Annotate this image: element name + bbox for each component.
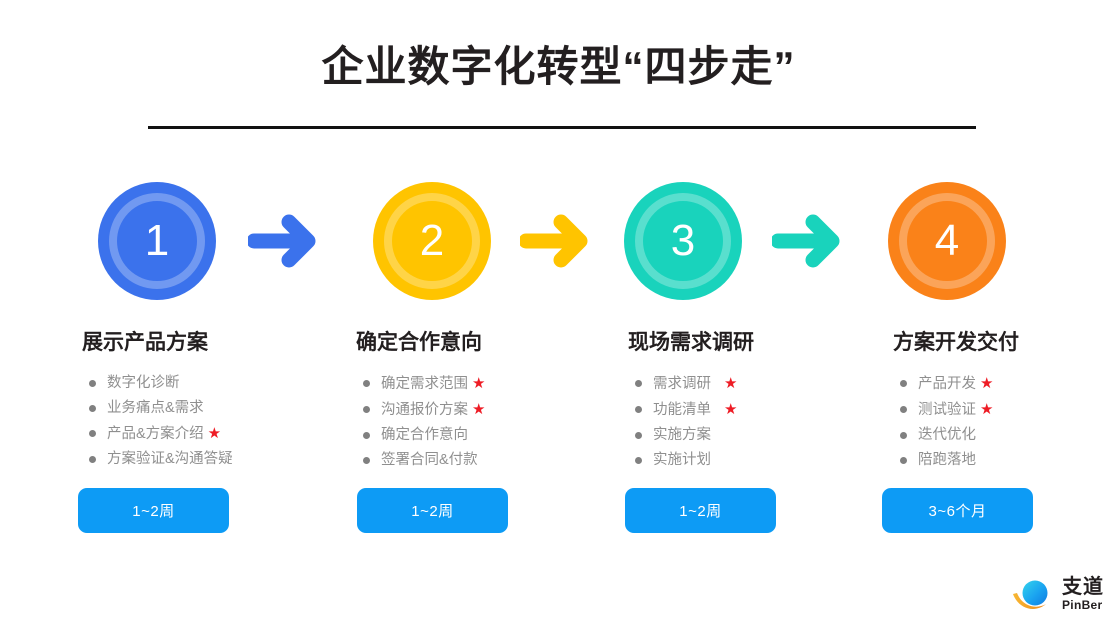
step-circle-ring	[635, 193, 731, 289]
step-column-1: 展示产品方案数字化诊断业务痛点&需求产品&方案介绍★方案验证&沟通答疑	[82, 330, 332, 474]
step-title: 展示产品方案	[82, 331, 208, 354]
bullet-dot-icon	[635, 457, 642, 465]
step-task-list: 确定需求范围★沟通报价方案★确定合作意向签署合同&付款	[356, 373, 606, 471]
task-item: 产品开发★	[900, 373, 1117, 395]
task-label: 方案验证&沟通答疑	[107, 451, 233, 468]
task-label: 实施方案	[653, 427, 711, 444]
task-label: 迭代优化	[918, 427, 976, 444]
title-divider	[148, 126, 976, 129]
task-item: 签署合同&付款	[363, 450, 606, 471]
task-label: 确定合作意向	[381, 427, 468, 444]
step-circle-ring	[384, 193, 480, 289]
bullet-dot-icon	[89, 456, 96, 464]
step-number: 1	[144, 216, 170, 265]
step-circle-3: 3	[624, 182, 742, 300]
task-item: 确定合作意向	[363, 425, 606, 446]
task-label: 数字化诊断	[107, 375, 180, 392]
duration-badge-4: 3~6个月	[882, 488, 1033, 533]
step-task-list: 数字化诊断业务痛点&需求产品&方案介绍★方案验证&沟通答疑	[82, 373, 332, 470]
step-circle-ring	[899, 193, 995, 289]
task-item: 陪跑落地	[900, 450, 1117, 471]
bullet-dot-icon	[635, 406, 642, 414]
step-flow: 1 2 3 4	[0, 182, 1117, 302]
bullet-dot-icon	[89, 430, 96, 438]
page-header: 企业数字化转型“四步走”	[0, 43, 1117, 90]
bullet-dot-icon	[635, 432, 642, 440]
arrow-right-icon	[770, 209, 844, 273]
step-number: 3	[670, 216, 696, 265]
task-label: 沟通报价方案	[381, 402, 468, 419]
logo-wordmark: 支道 PinBer	[1062, 576, 1117, 612]
task-label: 产品开发	[918, 376, 976, 393]
priority-star-icon: ★	[980, 375, 994, 393]
task-label: 签署合同&付款	[381, 452, 478, 469]
step-circle-4: 4	[888, 182, 1006, 300]
step-task-list: 产品开发★测试验证★迭代优化陪跑落地	[893, 373, 1117, 471]
step-title: 现场需求调研	[628, 331, 754, 354]
logo-name-en: PinBer	[1062, 598, 1103, 612]
bullet-dot-icon	[363, 406, 370, 414]
priority-star-icon: ★	[724, 401, 738, 419]
task-item: 业务痛点&需求	[89, 398, 332, 419]
bullet-dot-icon	[900, 406, 907, 414]
task-label: 实施计划	[653, 452, 711, 469]
priority-star-icon: ★	[724, 375, 738, 393]
step-task-list: 需求调研 ★ 功能清单 ★ 实施方案实施计划	[628, 373, 878, 471]
arrow-right-icon	[246, 209, 320, 273]
bullet-dot-icon	[900, 380, 907, 388]
task-item: 需求调研 ★	[635, 373, 878, 395]
bullet-dot-icon	[900, 457, 907, 465]
task-item: 确定需求范围★	[363, 373, 606, 395]
task-item: 实施计划	[635, 450, 878, 471]
step-column-3: 现场需求调研需求调研 ★ 功能清单 ★ 实施方案实施计划	[628, 330, 878, 475]
priority-star-icon: ★	[207, 425, 222, 443]
page-title: 企业数字化转型“四步走”	[321, 43, 796, 90]
bullet-dot-icon	[89, 405, 96, 413]
step-circle-1: 1	[98, 182, 216, 300]
task-label: 确定需求范围	[381, 376, 468, 393]
priority-star-icon: ★	[472, 401, 486, 419]
step-number: 2	[419, 216, 445, 265]
task-label: 功能清单	[653, 402, 711, 419]
step-circle-2: 2	[373, 182, 491, 300]
arrow-right-icon	[518, 209, 592, 273]
task-item: 测试验证★	[900, 399, 1117, 421]
duration-badge-1: 1~2周	[78, 488, 229, 533]
step-circle-ring	[109, 193, 205, 289]
task-label: 需求调研	[653, 376, 711, 393]
step-number: 4	[934, 216, 960, 265]
bullet-dot-icon	[635, 380, 642, 388]
bullet-dot-icon	[363, 457, 370, 465]
task-label: 测试验证	[918, 402, 976, 419]
priority-star-icon: ★	[472, 375, 486, 393]
task-item: 沟通报价方案★	[363, 399, 606, 421]
brand-logo: 支道 PinBer	[1012, 572, 1112, 622]
step-column-4: 方案开发交付产品开发★测试验证★迭代优化陪跑落地	[893, 330, 1117, 475]
step-title: 确定合作意向	[356, 331, 482, 354]
step-title: 方案开发交付	[893, 331, 1019, 354]
bullet-dot-icon	[363, 432, 370, 440]
task-label: 陪跑落地	[918, 452, 976, 469]
duration-badge-3: 1~2周	[625, 488, 776, 533]
logo-name-cn: 支道	[1062, 576, 1104, 598]
task-item: 数字化诊断	[89, 373, 332, 394]
task-item: 功能清单 ★	[635, 399, 878, 421]
task-item: 迭代优化	[900, 425, 1117, 446]
bullet-dot-icon	[363, 380, 370, 388]
bullet-dot-icon	[89, 380, 96, 388]
task-item: 实施方案	[635, 425, 878, 446]
logo-mark-icon	[1012, 574, 1058, 618]
duration-badge-2: 1~2周	[357, 488, 508, 533]
task-item: 产品&方案介绍★	[89, 423, 332, 445]
step-column-2: 确定合作意向确定需求范围★沟通报价方案★确定合作意向签署合同&付款	[356, 330, 606, 475]
priority-star-icon: ★	[980, 401, 994, 419]
task-label: 产品&方案介绍	[107, 426, 204, 443]
task-label: 业务痛点&需求	[107, 400, 204, 417]
task-item: 方案验证&沟通答疑	[89, 449, 332, 470]
bullet-dot-icon	[900, 432, 907, 440]
